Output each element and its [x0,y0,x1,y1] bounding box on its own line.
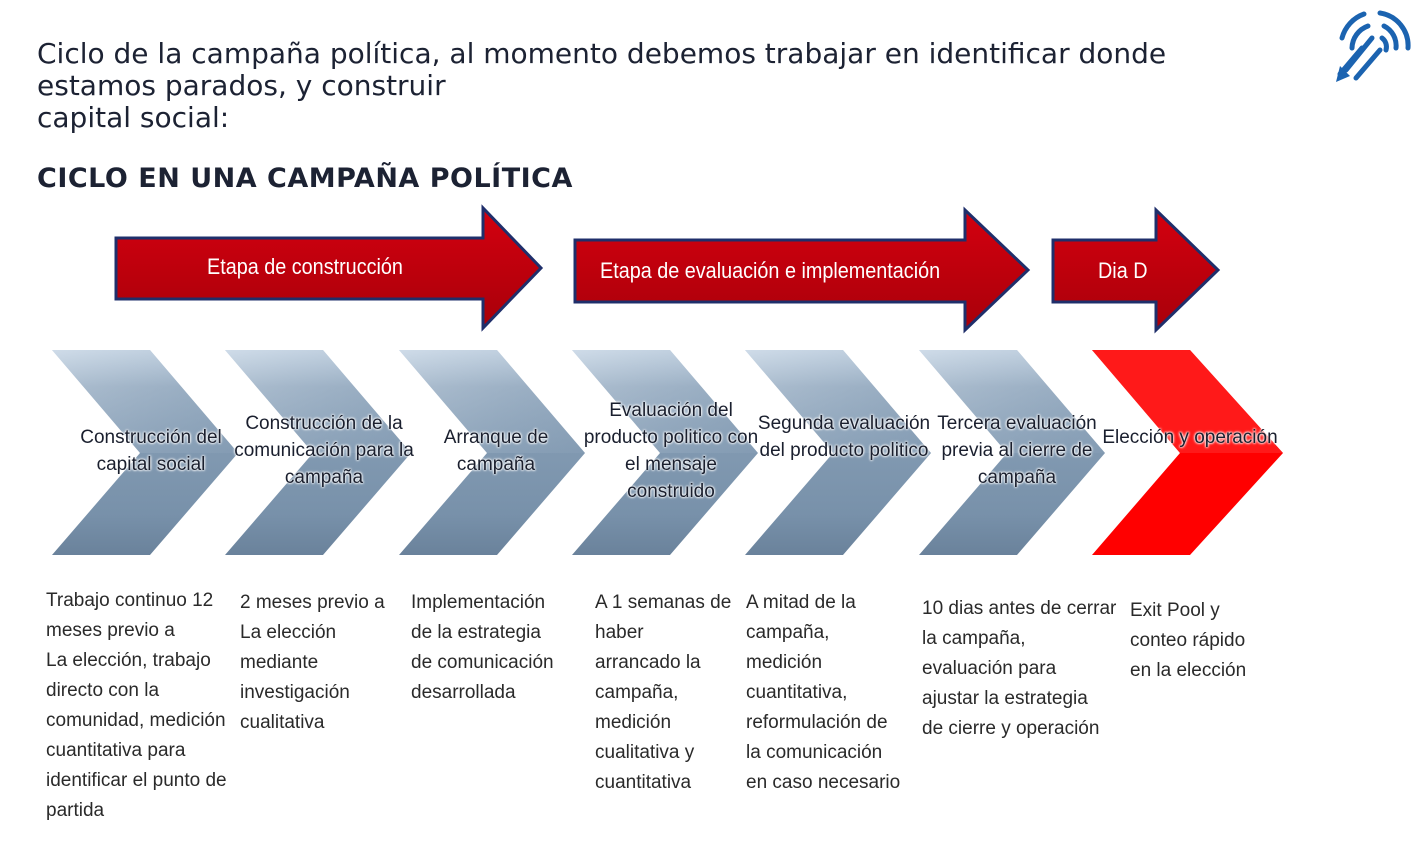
step-label-7: Elección y operación [1102,427,1278,448]
step-label-5: Segunda evaluación del producto politico [757,413,931,461]
intro-line-2: estamos parados, y construir [37,69,446,102]
chevron-3 [399,350,585,555]
stage-label-construction: Etapa de construcción [207,254,403,279]
intro-text: Ciclo de la campaña política, al momento… [37,38,1277,134]
stage-label-evaluation: Etapa de evaluación e implementación [600,258,941,283]
step-desc-4: A 1 semanas de haber arrancado la campañ… [595,592,732,793]
chevron-5 [745,350,931,555]
step-desc-1: Trabajo continuo 12 meses previo a La el… [46,590,227,821]
chevron-2 [225,350,411,555]
step-desc-6: 10 dias antes de cerrar la campaña, eval… [922,598,1117,739]
step-desc-7: Exit Pool y conteo rápido en la elección [1130,600,1247,681]
fingerprint-arrow-icon [1336,10,1411,82]
intro-line-3: capital social: [37,101,230,134]
step-label-1: Construcción del capital social [80,427,222,475]
step-desc-3: Implementación de la estrategia de comun… [411,592,554,703]
step-label-4: Evaluación del producto politico con el … [583,400,759,502]
chevron-7-final [1092,350,1283,555]
chevron-4 [572,350,758,555]
stage-arrow-construction [114,204,544,332]
process-chevrons [52,350,1283,555]
chevron-1 [52,350,238,555]
chevron-6 [919,350,1105,555]
step-desc-2: 2 meses previo a La elección mediante in… [240,592,385,733]
stage-label-dia-d: Dia D [1098,258,1148,283]
stage-arrow-evaluation [573,206,1031,334]
step-label-2: Construcción de la comunicación para la … [234,413,414,488]
stage-arrows [114,204,1221,334]
step-desc-5: A mitad de la campaña, medición cuantita… [746,592,901,793]
step-label-3: Arranque de campaña [443,427,549,475]
step-label-6: Tercera evaluación previa al cierre de c… [937,413,1097,488]
intro-line-1: Ciclo de la campaña política, al momento… [37,37,1167,70]
cycle-title: CICLO EN UNA CAMPAÑA POLÍTICA [37,163,573,194]
stage-arrow-dia-d [1051,206,1221,334]
